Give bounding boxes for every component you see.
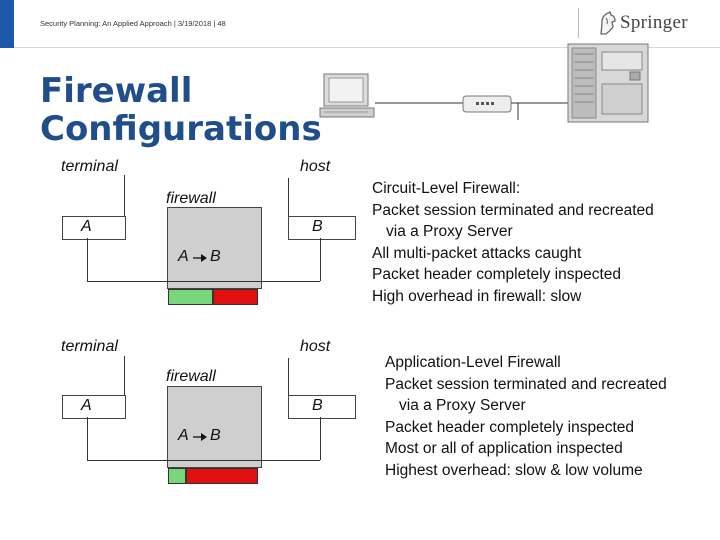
host-line: [288, 178, 289, 216]
box-b-label: B: [312, 218, 323, 235]
slide-meta: Security Planning: An Applied Approach |…: [40, 19, 226, 28]
box-b-label-2: B: [312, 397, 323, 414]
arrow-right-icon: [193, 254, 207, 262]
link-line-b: [320, 238, 321, 281]
circuit-heading: Circuit-Level Firewall:: [372, 180, 521, 197]
box-a-label-2: A: [81, 397, 92, 414]
logo-divider: [578, 8, 579, 38]
link-line-bottom-2: [87, 460, 320, 461]
host-box-b-2: B: [288, 395, 356, 419]
firewall-box: A B: [167, 207, 262, 289]
fw-b-label: B: [210, 248, 221, 265]
box-a-label: A: [81, 218, 92, 235]
terminal-line-2: [124, 356, 125, 396]
host-box-b: B: [288, 216, 356, 240]
terminal-label: terminal: [61, 158, 118, 175]
terminal-line: [124, 175, 125, 217]
computer-icon: [318, 72, 378, 120]
circuit-level-description: Circuit-Level Firewall: Packet session t…: [372, 178, 712, 307]
arrow-right-icon: [193, 433, 207, 441]
bar-green-segment: [168, 468, 186, 484]
application-line-3: Packet header completely inspected: [385, 418, 635, 436]
host-label-2: host: [300, 338, 331, 355]
fw-a-label-2: A: [178, 427, 189, 444]
application-line-4: Most or all of application inspected: [385, 440, 623, 457]
circuit-line-2: via a Proxy Server: [386, 223, 513, 240]
circuit-line-4: Packet header completely inspected: [372, 266, 622, 283]
application-level-description: Application-Level Firewall Packet sessio…: [385, 352, 715, 481]
host-label: host: [300, 158, 331, 175]
springer-horse-icon: [598, 10, 618, 36]
link-line-a: [87, 238, 88, 281]
host-line-2: [288, 358, 289, 396]
link-line-bottom: [87, 281, 320, 282]
header-accent-bar: [0, 0, 14, 48]
circuit-line-1: Packet session terminated and recreated: [372, 201, 654, 219]
network-device-icon: [462, 92, 512, 114]
firewall-label-2: firewall: [166, 368, 216, 385]
fw-a-label: A: [178, 248, 189, 265]
link-line-a-2: [87, 417, 88, 460]
server-tower-icon: [566, 42, 650, 124]
firewall-label: firewall: [166, 190, 216, 207]
inspection-bar-1: [168, 289, 258, 305]
bar-green-segment: [168, 289, 213, 305]
application-line-1: Packet session terminated and recreated: [385, 375, 667, 393]
fw-b-label-2: B: [210, 427, 221, 444]
terminal-label-2: terminal: [61, 338, 118, 355]
circuit-line-3: All multi-packet attacks caught: [372, 244, 582, 262]
bar-red-segment: [213, 289, 258, 305]
application-line-2: via a Proxy Server: [399, 397, 526, 414]
header-divider: [14, 47, 720, 48]
link-line-b-2: [320, 417, 321, 460]
application-heading: Application-Level Firewall: [385, 354, 561, 371]
terminal-box-a: A: [62, 216, 126, 240]
terminal-box-a-2: A: [62, 395, 126, 419]
application-line-5: Highest overhead: slow & low volume: [385, 461, 643, 479]
circuit-line-5: High overhead in firewall: slow: [372, 287, 582, 305]
inspection-bar-2: [168, 468, 258, 484]
springer-logo-text: Springer: [620, 12, 688, 33]
firewall-box-2: A B: [167, 386, 262, 468]
bar-red-segment: [186, 468, 258, 484]
page-title: Firewall Configurations: [40, 71, 322, 149]
